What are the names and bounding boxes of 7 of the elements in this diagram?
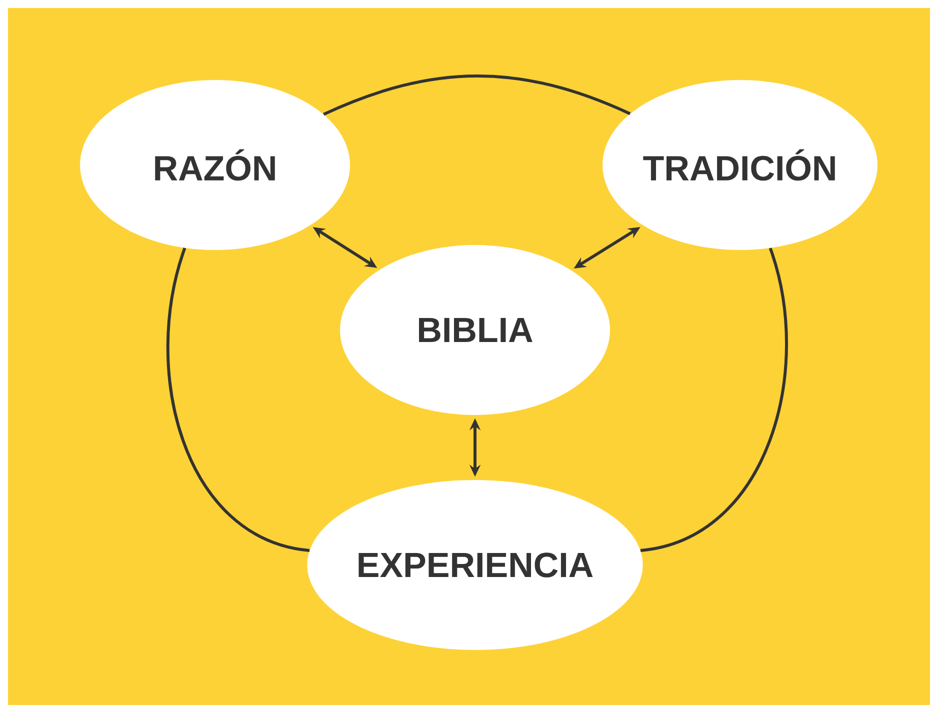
connector-arc — [640, 248, 788, 552]
connector-arc — [166, 248, 310, 552]
ellipse-node: RAZÓN — [80, 80, 350, 250]
ellipse-node: TRADICIÓN — [602, 80, 878, 250]
ellipse-node: BIBLIA — [340, 245, 610, 415]
ellipse-node: EXPERIENCIA — [307, 480, 643, 650]
connector-arc — [323, 74, 631, 116]
